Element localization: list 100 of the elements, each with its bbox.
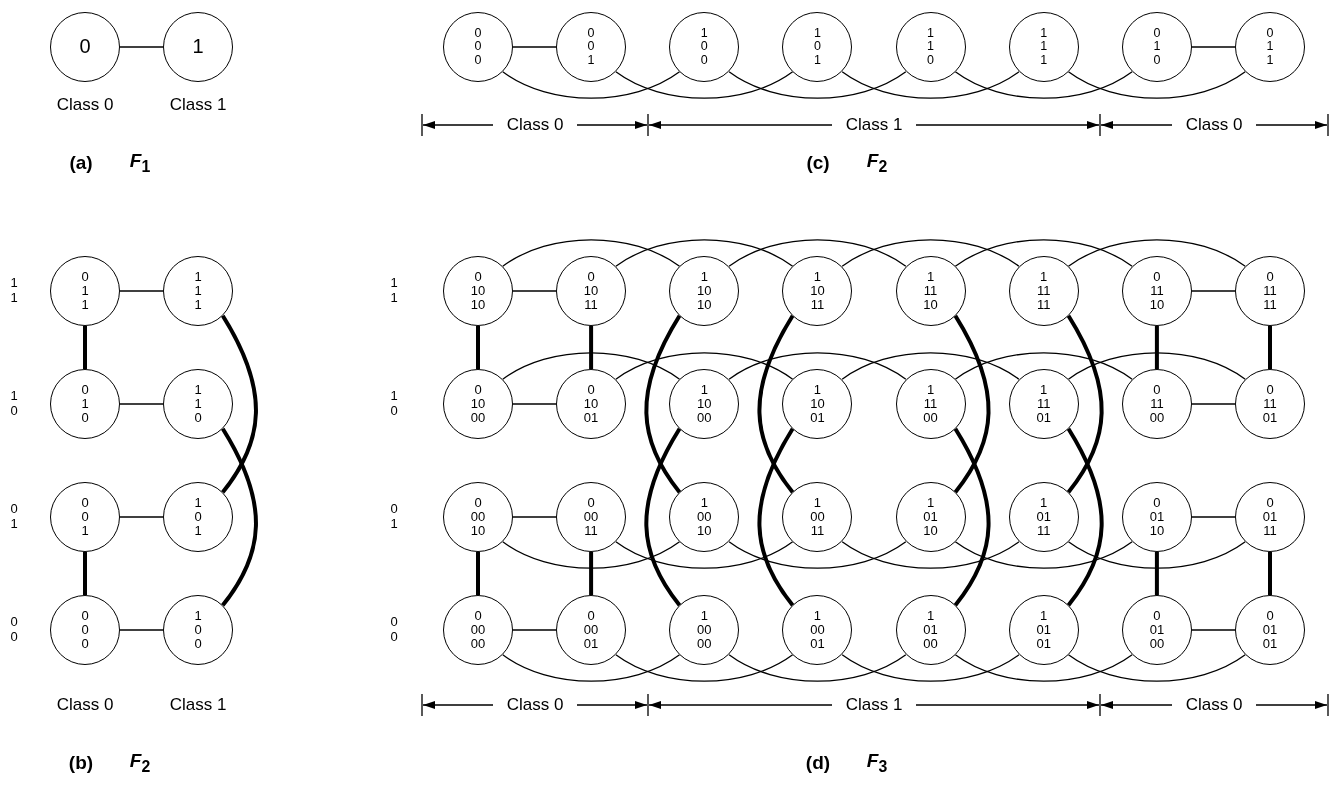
state-label: 0 0 0 <box>81 608 89 652</box>
connector-line <box>1191 629 1236 631</box>
state-label: 0 1 0 <box>81 382 89 426</box>
state-label: 0 10 01 <box>583 382 599 426</box>
row-label: 0 1 <box>10 502 18 532</box>
panel-caption: (c) <box>806 152 830 174</box>
state-label: 0 10 10 <box>470 269 486 313</box>
connector-line <box>119 290 164 292</box>
state-circle <box>895 369 966 439</box>
connector-line <box>728 239 907 267</box>
state-label: 0 10 00 <box>470 382 486 426</box>
state-label: 1 00 10 <box>697 495 712 539</box>
function-label: F$_{3}$ <box>866 750 888 776</box>
state-label: 1 01 10 <box>923 495 938 539</box>
connector-line <box>119 516 164 518</box>
connector-line <box>841 71 1020 99</box>
connector-line <box>615 654 794 682</box>
row-label: 1 1 <box>10 276 18 306</box>
connector-line <box>119 629 164 631</box>
state-label: 0 01 10 <box>1149 495 1165 539</box>
connector-line <box>1191 46 1236 48</box>
state-label: 0 <box>79 36 91 58</box>
class-label: Class 0 <box>506 695 564 715</box>
panel-caption: (d) <box>805 752 831 774</box>
state-circle <box>895 12 966 82</box>
state-label: 0 01 01 <box>1262 608 1278 652</box>
connector-line <box>512 46 557 48</box>
state-label: 1 00 00 <box>697 608 712 652</box>
state-circle <box>782 12 853 82</box>
connector-line <box>1191 516 1236 518</box>
state-label: 0 11 00 <box>1149 382 1165 426</box>
function-label: F$_{2}$ <box>129 750 151 776</box>
row-label: 0 0 <box>10 615 18 645</box>
state-circle <box>669 256 740 326</box>
state-label: 1 11 01 <box>1036 382 1051 426</box>
state-circle <box>1008 256 1079 326</box>
connector-line <box>728 654 907 682</box>
state-circle <box>895 482 966 552</box>
state-label: 1 11 10 <box>923 269 938 313</box>
state-label: 0 00 00 <box>470 608 486 652</box>
class-label: Class 0 <box>1185 695 1243 715</box>
state-label: 1 11 00 <box>923 382 938 426</box>
connector-line <box>728 541 907 569</box>
connector-line <box>841 654 1020 682</box>
panel-caption: (a) <box>69 152 93 174</box>
state-label: 0 01 11 <box>1262 495 1278 539</box>
state-label: 0 11 10 <box>1149 269 1165 313</box>
connector-line <box>615 352 794 380</box>
connector-line <box>1191 403 1236 405</box>
connector-line <box>1191 290 1236 292</box>
row-label: 0 0 <box>390 615 398 645</box>
panel-caption: (b) <box>68 752 94 774</box>
state-label: 1 0 0 <box>700 26 708 68</box>
thick-connector <box>1268 552 1272 595</box>
connector-line <box>841 352 1020 380</box>
connector-line <box>502 654 681 682</box>
state-label: 1 1 0 <box>194 382 202 426</box>
function-label: F$_{2}$ <box>866 150 888 176</box>
connector-line <box>502 71 681 99</box>
class-label: Class 0 <box>56 695 114 715</box>
state-label: 0 11 11 <box>1263 269 1277 313</box>
state-circle <box>895 595 966 665</box>
state-label: 1 1 0 <box>927 26 935 68</box>
state-circle <box>669 595 740 665</box>
thick-connector <box>644 427 682 607</box>
state-label: 1 00 11 <box>810 495 825 539</box>
state-label: 0 01 00 <box>1149 608 1165 652</box>
connector-line <box>1067 541 1246 569</box>
state-label: 1 10 00 <box>697 382 712 426</box>
thick-connector <box>953 427 991 607</box>
connector-line <box>1067 239 1246 267</box>
class-label: Class 1 <box>169 95 227 115</box>
function-label: F$_{1}$ <box>129 150 151 176</box>
thick-connector <box>83 552 87 595</box>
thick-connector <box>757 314 795 494</box>
thick-connector <box>589 552 594 595</box>
state-label: 1 10 11 <box>810 269 825 313</box>
connector-line <box>502 352 681 380</box>
thick-connector <box>1154 552 1159 595</box>
connector-line <box>954 352 1133 380</box>
state-label: 0 00 10 <box>470 495 486 539</box>
connector-line <box>728 71 907 99</box>
connector-line <box>954 654 1133 682</box>
state-circle <box>1008 12 1079 82</box>
connector-line <box>841 541 1020 569</box>
connector-line <box>512 290 557 292</box>
state-circle <box>1008 482 1079 552</box>
state-circle <box>782 369 853 439</box>
state-circle <box>782 482 853 552</box>
connector-line <box>615 71 794 99</box>
thick-connector <box>1268 326 1272 369</box>
thick-connector <box>953 314 991 494</box>
thick-connector <box>476 552 480 595</box>
state-label: 1 01 01 <box>1036 608 1051 652</box>
thick-connector <box>1066 427 1104 607</box>
class-label: Class 1 <box>169 695 227 715</box>
state-label: 0 00 11 <box>583 495 599 539</box>
connector-line <box>1067 71 1246 99</box>
connector-line <box>502 239 681 267</box>
state-label: 1 10 10 <box>697 269 712 313</box>
